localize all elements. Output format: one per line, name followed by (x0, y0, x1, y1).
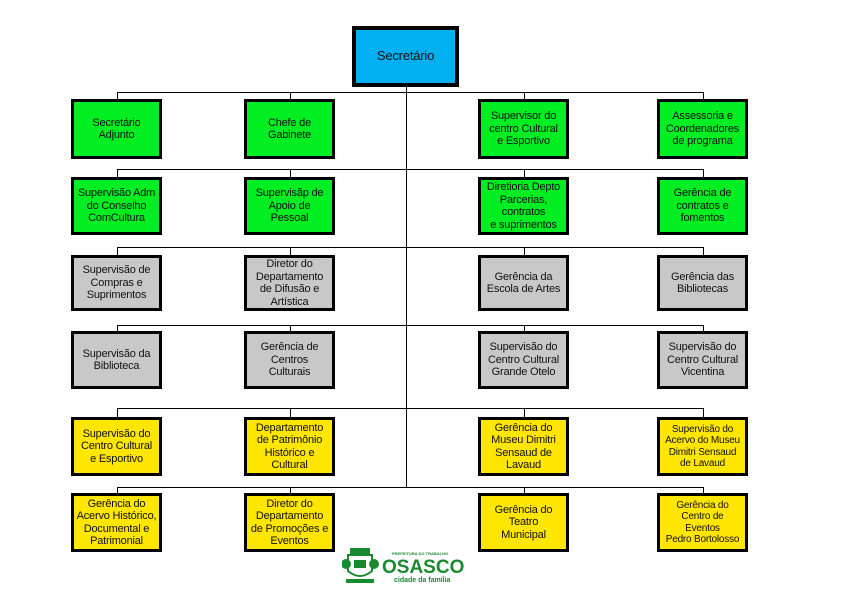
logo-tagline-bottom: cidade da família (394, 577, 451, 584)
org-box: Gerência das Bibliotecas (657, 255, 748, 311)
box-connector (289, 408, 291, 417)
box-connector (289, 487, 291, 493)
box-connector (116, 325, 118, 331)
box-connector (289, 169, 291, 177)
org-box: Supervisor do centro Cultural e Esportiv… (478, 99, 569, 159)
box-connector (523, 92, 525, 99)
box-connector (702, 325, 704, 331)
org-box: Supervisão do Acervo do Museu Dimitri Se… (657, 417, 748, 476)
box-connector (523, 247, 525, 255)
org-box: Secretário Adjunto (71, 99, 162, 159)
org-box: Chefe de Gabinete (244, 99, 335, 159)
org-box: Gerência de Centros Culturais (244, 331, 335, 389)
trunk-connector (406, 87, 407, 488)
org-box: Diretor do Departamento de Difusão e Art… (244, 255, 335, 311)
org-box: Supervisão Adm do Conselho ComCultura (71, 177, 162, 235)
box-connector (116, 92, 118, 99)
box-connector (702, 408, 704, 417)
logo-tagline-top: PREFEITURA DO TRABALHO (392, 551, 448, 556)
row-connector (116, 169, 704, 170)
box-connector (289, 92, 291, 99)
box-connector (289, 325, 291, 331)
row-connector (116, 487, 704, 488)
org-box: Departamento de Patrimônio Histórico e C… (244, 417, 335, 476)
org-box: Supervisão do Centro Cultural e Esportiv… (71, 417, 162, 476)
row-connector (116, 408, 704, 409)
coat-of-arms-icon (342, 548, 379, 583)
logo-name: OSASCO (382, 557, 464, 578)
org-box: Gerência do Acervo Histórico, Documental… (71, 493, 162, 552)
org-box: Gerência da Escola de Artes (478, 255, 569, 311)
row-connector (116, 325, 704, 326)
box-connector (523, 408, 525, 417)
org-box: Gerência de contratos e fomentos (657, 177, 748, 235)
org-box: Gerência do Teatro Municipal (478, 493, 569, 552)
org-box: Assessoria e Coordenadores de programa (657, 99, 748, 159)
box-connector (116, 247, 118, 255)
org-box: Supervisão do Centro Cultural Vicentina (657, 331, 748, 389)
box-connector (523, 325, 525, 331)
box-connector (702, 247, 704, 255)
box-connector (116, 487, 118, 493)
box-connector (702, 487, 704, 493)
org-box: Supervisãp de Apoio de Pessoal (244, 177, 335, 235)
osasco-logo: PREFEITURA DO TRABALHO OSASCO cidade da … (342, 548, 464, 584)
org-box: Diretioria Depto Parcerias, contratos e … (478, 177, 569, 235)
org-box: Gerência do Museu Dimitri Sensaud de Lav… (478, 417, 569, 476)
box-connector (289, 247, 291, 255)
box-connector (523, 169, 525, 177)
row-connector (116, 92, 704, 93)
secretario-box: Secretário (352, 26, 459, 87)
org-box: Supervisão da Biblioteca (71, 331, 162, 389)
box-connector (523, 487, 525, 493)
box-connector (702, 169, 704, 177)
row-connector (116, 247, 704, 248)
org-box: Supervisão de Compras e Suprimentos (71, 255, 162, 311)
box-connector (116, 408, 118, 417)
org-box: Gerência do Centro de Eventos Pedro Bort… (657, 493, 748, 552)
org-box: Diretor do Departamento de Promoções e E… (244, 493, 335, 552)
box-connector (702, 92, 704, 99)
box-connector (116, 169, 118, 177)
org-box: Supervisão do Centro Cultural Grande Ote… (478, 331, 569, 389)
